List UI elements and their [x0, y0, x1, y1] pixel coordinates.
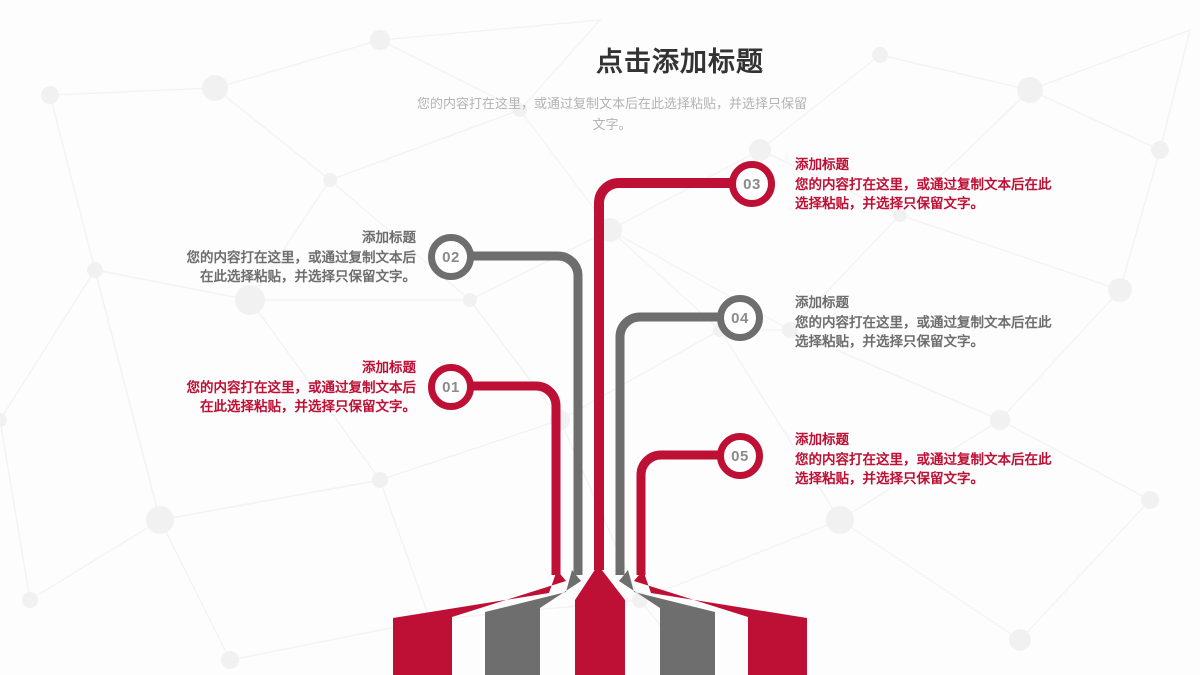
- node-body-02: 您的内容打在这里，或通过复制文本后在此选择粘贴，并选择只保留文字。: [186, 250, 417, 285]
- node-title-04: 添加标题: [795, 295, 849, 310]
- node-title-03: 添加标题: [795, 157, 849, 172]
- node-body-03: 您的内容打在这里，或通过复制文本后在此选择粘贴，并选择只保留文字。: [795, 177, 1052, 212]
- node-title-05: 添加标题: [795, 432, 849, 447]
- node-text-05: 添加标题 您的内容打在这里，或通过复制文本后在此选择粘贴，并选择只保留文字。: [795, 430, 1055, 488]
- road-stripe-01: [393, 570, 566, 675]
- node-badge-05[interactable]: 05: [717, 433, 763, 479]
- node-body-04: 您的内容打在这里，或通过复制文本后在此选择粘贴，并选择只保留文字。: [795, 315, 1052, 350]
- node-body-05: 您的内容打在这里，或通过复制文本后在此选择粘贴，并选择只保留文字。: [795, 452, 1052, 487]
- node-number-02: 02: [442, 248, 460, 266]
- road-stripe-05: [634, 570, 807, 675]
- node-number-01: 01: [442, 378, 460, 396]
- node-text-04: 添加标题 您的内容打在这里，或通过复制文本后在此选择粘贴，并选择只保留文字。: [795, 293, 1055, 351]
- node-badge-04[interactable]: 04: [717, 295, 763, 341]
- road-stripe-02: [485, 570, 581, 675]
- road-stripe-03-center: [575, 565, 625, 675]
- node-number-03: 03: [743, 175, 761, 193]
- road-stripe-04: [619, 570, 715, 675]
- node-badge-03[interactable]: 03: [729, 161, 775, 207]
- node-text-01: 添加标题 您的内容打在这里，或通过复制文本后在此选择粘贴，并选择只保留文字。: [176, 358, 417, 416]
- node-number-04: 04: [731, 309, 749, 327]
- node-text-03: 添加标题 您的内容打在这里，或通过复制文本后在此选择粘贴，并选择只保留文字。: [795, 155, 1055, 213]
- node-title-01: 添加标题: [362, 360, 416, 375]
- node-text-02: 添加标题 您的内容打在这里，或通过复制文本后在此选择粘贴，并选择只保留文字。: [176, 228, 417, 286]
- node-body-01: 您的内容打在这里，或通过复制文本后在此选择粘贴，并选择只保留文字。: [186, 380, 417, 415]
- header-block: 点击添加标题 您的内容打在这里，或通过复制文本后在此选择粘贴，并选择只保留文字。: [0, 40, 1200, 136]
- page-title: 点击添加标题: [596, 47, 764, 77]
- node-title-02: 添加标题: [362, 230, 416, 245]
- node-badge-02[interactable]: 02: [428, 234, 474, 280]
- node-number-05: 05: [731, 447, 749, 465]
- node-badge-01[interactable]: 01: [428, 364, 474, 410]
- page-subtitle: 您的内容打在这里，或通过复制文本后在此选择粘贴，并选择只保留文字。: [416, 96, 807, 133]
